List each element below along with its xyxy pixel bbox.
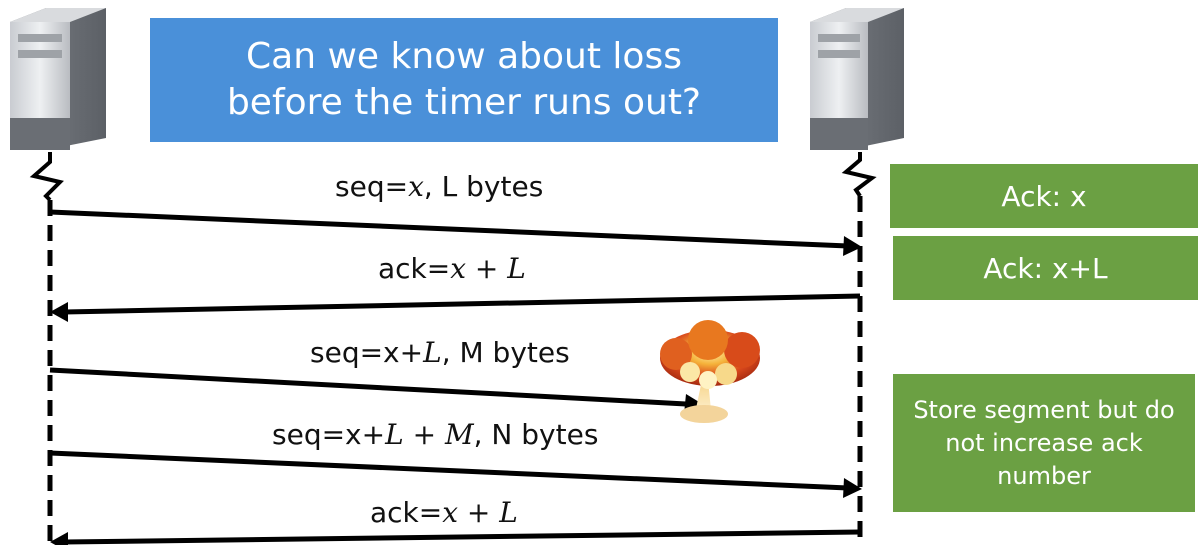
explosion-icon [660,320,760,423]
label-seq-x: seq=x, L bytes [335,170,544,203]
title-line-2: before the timer runs out? [226,82,702,123]
label-seq-x-plus-l: seq=x+L, M bytes [310,336,570,369]
left-zigzag [29,152,64,202]
arrow-seq-x-plus-l-lost [49,367,704,414]
note-store-segment: Store segment but do not increase ack nu… [893,374,1195,512]
label-seq-x-plus-l-plus-m: seq=x+L + M, N bytes [272,418,599,451]
title-line-1: Can we know about loss [246,36,682,77]
label-ack-x-plus-l: ack=x + L [378,252,526,285]
note-ack-x-plus-l: Ack: x+L [893,236,1198,300]
arrow-ack-duplicate [50,529,861,545]
arrow-seq-x-plus-l-plus-m [49,450,862,498]
arrow-ack-x-plus-l [50,293,861,322]
label-ack-duplicate: ack=x + L [370,496,518,529]
left-server-icon [10,8,106,150]
note-ack-x: Ack: x [890,164,1198,228]
arrow-seq-x [49,209,862,256]
right-zigzag [841,152,877,198]
title-box: Can we know about loss before the timer … [150,18,778,142]
right-server-icon [810,8,904,150]
